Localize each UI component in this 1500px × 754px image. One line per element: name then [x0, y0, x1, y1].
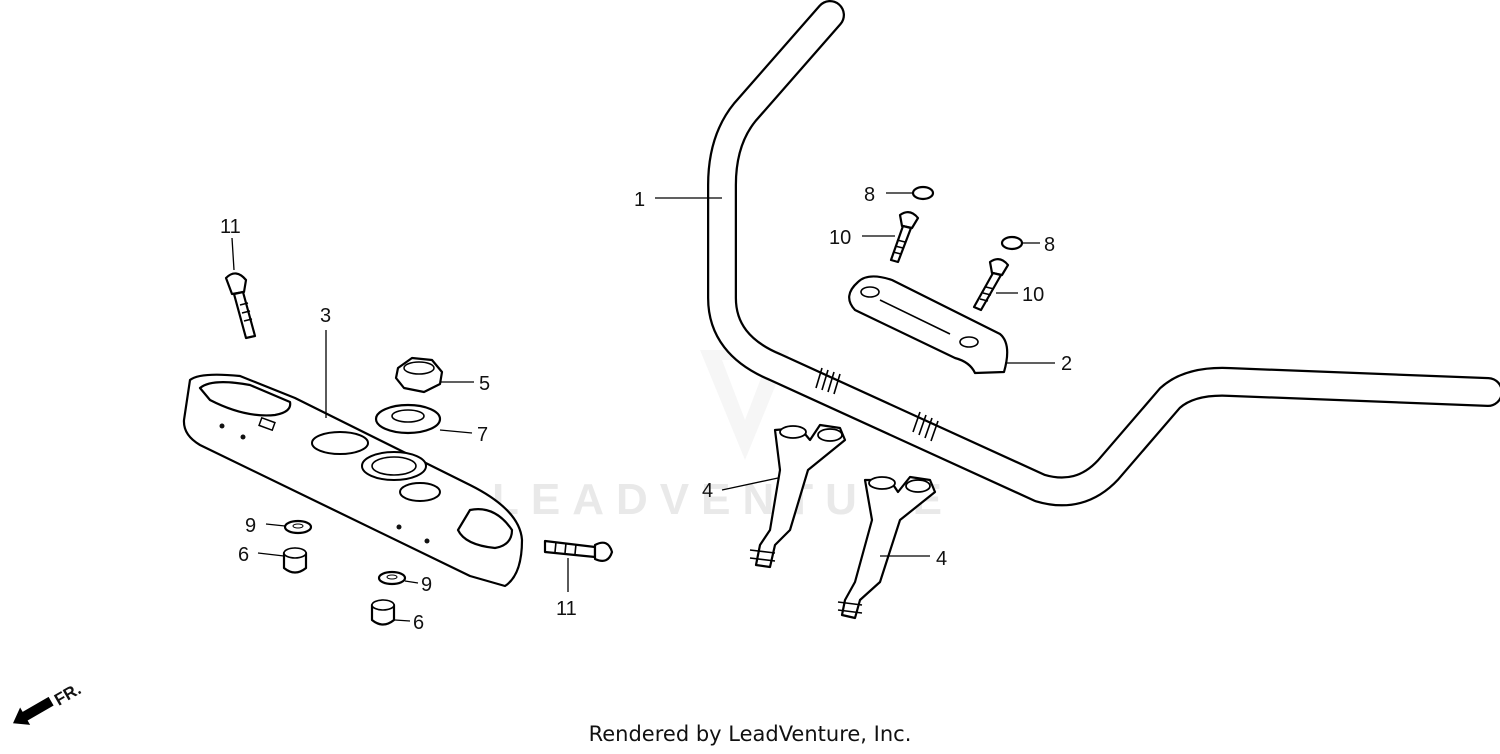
washer-lower-part[interactable] [377, 570, 407, 586]
bolt-11-lower-part[interactable] [543, 539, 614, 562]
lower-holder-right-part[interactable] [837, 475, 937, 620]
callout-10-right: 10 [1022, 284, 1044, 306]
top-bridge-part[interactable] [182, 373, 524, 588]
bolt-11-upper-part[interactable] [224, 272, 257, 340]
callout-8-upper: 8 [864, 184, 875, 206]
callout-11-lower: 11 [556, 598, 577, 620]
stem-washer-part[interactable] [374, 403, 442, 435]
render-credit: Rendered by LeadVenture, Inc. [588, 722, 912, 746]
handlebar-part[interactable] [707, 0, 1500, 507]
callout-1: 1 [634, 189, 645, 211]
callout-10-upper: 10 [829, 227, 851, 249]
cap-right-part[interactable] [1000, 235, 1024, 251]
callout-7: 7 [477, 424, 488, 446]
callout-11-upper: 11 [220, 216, 241, 238]
callout-6-lower: 6 [413, 612, 424, 634]
callout-labels: 1 2 3 4 4 5 6 6 7 8 8 9 9 10 10 11 11 [220, 184, 1072, 634]
knurl-band-left [815, 367, 841, 395]
bolt-10-upper-part[interactable] [889, 211, 920, 264]
leader-lines [231, 192, 1055, 622]
callout-2: 2 [1061, 353, 1072, 375]
knurl-band-right [912, 411, 939, 442]
callout-6-upper: 6 [238, 544, 249, 566]
cap-upper-part[interactable] [911, 185, 935, 201]
washer-upper-part[interactable] [283, 519, 313, 535]
callout-9-upper: 9 [245, 515, 256, 537]
callout-3: 3 [320, 305, 331, 327]
nut-lower-part[interactable] [370, 599, 396, 626]
lower-holder-left-part[interactable] [749, 423, 847, 569]
upper-holder-part[interactable] [848, 275, 1009, 375]
callout-5: 5 [479, 373, 490, 395]
callout-9-lower: 9 [421, 574, 432, 596]
stem-nut-part[interactable] [394, 356, 444, 394]
direction-arrow-icon [13, 696, 54, 725]
callout-4-right: 4 [936, 548, 947, 570]
bolt-10-right-part[interactable] [972, 258, 1010, 312]
callout-4-left: 4 [702, 480, 713, 502]
nut-upper-part[interactable] [282, 547, 308, 574]
direction-label: FR. [51, 679, 84, 709]
callout-8-right: 8 [1044, 234, 1055, 256]
